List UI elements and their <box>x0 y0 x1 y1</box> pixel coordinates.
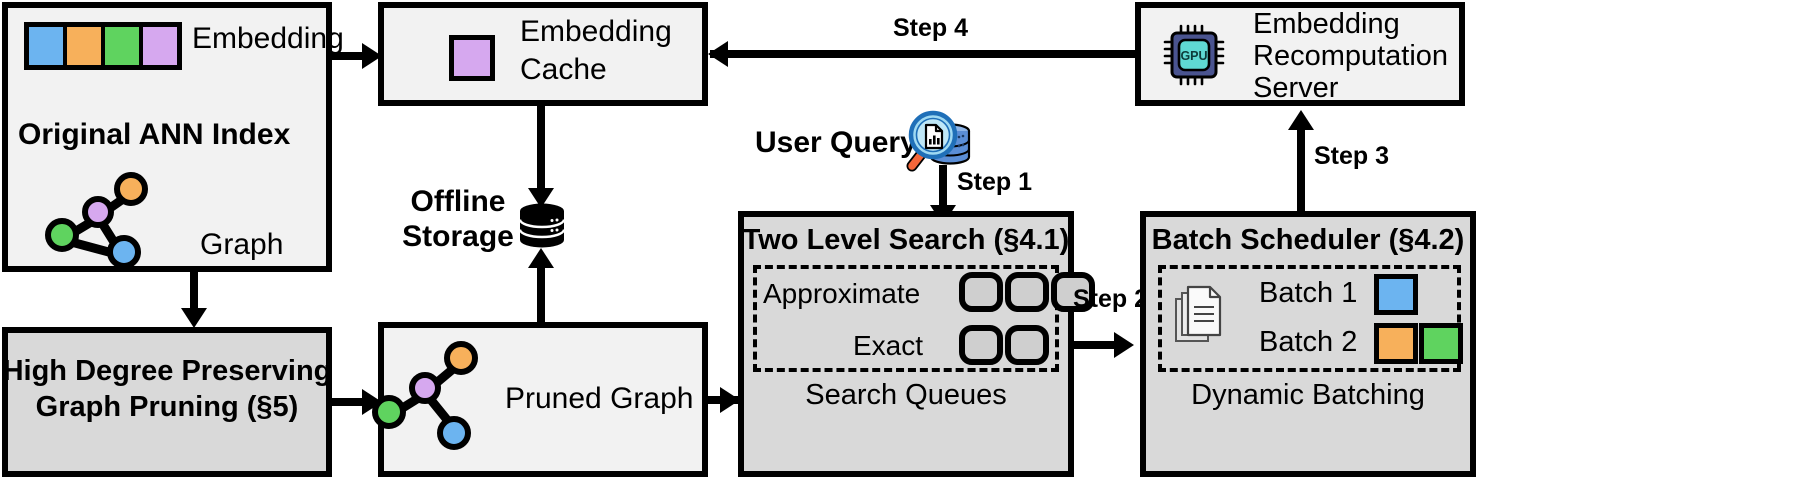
batch-2-item-orange <box>1374 323 1418 364</box>
pruned-node-green <box>372 395 406 429</box>
embedding-cache-box <box>378 2 708 106</box>
gpu-chip-icon: GPU <box>1163 24 1225 86</box>
search-queues-region <box>753 265 1059 372</box>
recomputation-server-line1: Embedding <box>1253 8 1400 40</box>
arrow-step1-line <box>939 165 947 211</box>
arrow-step3-head <box>1288 110 1314 130</box>
embedding-cache-swatch <box>449 35 495 81</box>
offline-storage-line1: Offline <box>410 185 506 218</box>
arrow-step4-line <box>710 50 1135 58</box>
step4-label: Step 4 <box>893 14 969 42</box>
database-cylinder-icon <box>518 203 566 248</box>
two-level-search-title: Two Level Search (§4.1) <box>742 224 1070 256</box>
step3-label: Step 3 <box>1314 142 1390 170</box>
graph-node-blue <box>107 235 141 269</box>
graph-node-orange <box>114 172 148 206</box>
pruned-node-orange <box>444 341 478 375</box>
embedding-cache-line2: Cache <box>520 53 607 86</box>
batch-2-label: Batch 2 <box>1259 326 1358 358</box>
embedding-cell-orange <box>67 27 101 65</box>
embedding-vector <box>24 22 182 70</box>
pruned-node-purple <box>409 372 441 404</box>
search-queues-caption: Search Queues <box>805 379 1007 411</box>
arrow-step2-line <box>1074 341 1126 349</box>
exact-slot-2[interactable] <box>1005 325 1049 365</box>
arrow-pruning-to-pruned-line <box>332 398 370 406</box>
arrow-index-to-cache-head <box>362 43 382 69</box>
recomputation-server-line2: Recomputation <box>1253 40 1449 72</box>
approximate-row-label: Approximate <box>763 278 921 309</box>
arrow-step3-line <box>1297 127 1305 211</box>
dynamic-batching-region <box>1158 265 1461 372</box>
approximate-slot-3[interactable] <box>1051 272 1095 312</box>
exact-row-label: Exact <box>853 330 924 361</box>
exact-slot-1[interactable] <box>959 325 1003 365</box>
approximate-slot-2[interactable] <box>1005 272 1049 312</box>
embedding-cell-green <box>105 27 139 65</box>
graph-node-green <box>45 218 79 252</box>
graph-pruning-box <box>2 327 332 477</box>
pruned-graph-label: Pruned Graph <box>505 382 694 415</box>
arrow-step2-head <box>1114 332 1134 358</box>
graph-label: Graph <box>200 228 284 261</box>
offline-storage-line2: Storage <box>402 220 514 253</box>
graph-pruning-line1: High Degree Preserving <box>2 355 332 387</box>
embedding-label: Embedding <box>192 22 344 55</box>
arrow-pruned-to-search-head <box>720 387 740 413</box>
arrow-cache-to-storage-head <box>528 188 554 208</box>
pruned-node-blue <box>437 416 471 450</box>
recomputation-server-line3: Server <box>1253 72 1339 104</box>
graph-node-purple <box>82 196 114 228</box>
batch-2-item-green <box>1419 323 1463 364</box>
arrow-cache-to-storage-line <box>537 106 545 192</box>
step2-label: Step 2 <box>1073 285 1149 313</box>
arrow-ann-to-pruning-head <box>181 308 207 328</box>
dynamic-batching-caption: Dynamic Batching <box>1191 379 1425 411</box>
arrow-pruned-to-storage-head <box>528 248 554 268</box>
arrow-index-to-cache-line <box>332 52 370 60</box>
user-query-label: User Query <box>755 126 917 159</box>
embedding-cache-line1: Embedding <box>520 15 672 48</box>
approximate-slot-1[interactable] <box>959 272 1003 312</box>
embedding-cell-purple <box>143 27 177 65</box>
arrow-ann-to-pruning-line <box>190 272 198 312</box>
original-ann-index-title: Original ANN Index <box>18 118 291 151</box>
arrow-step4-head <box>708 41 728 67</box>
graph-pruning-line2: Graph Pruning (§5) <box>35 391 299 423</box>
batch-1-item-blue <box>1374 274 1418 315</box>
step1-label: Step 1 <box>957 168 1033 196</box>
query-search-database-icon <box>902 104 978 180</box>
arrow-pruned-to-storage-line <box>537 265 545 325</box>
batch-scheduler-title: Batch Scheduler (§4.2) <box>1151 224 1465 256</box>
documents-stack-icon <box>1172 285 1224 347</box>
batch-1-label: Batch 1 <box>1259 277 1358 309</box>
two-level-search-box <box>738 211 1074 477</box>
embedding-cell-blue <box>29 27 63 65</box>
svg-text:GPU: GPU <box>1180 49 1207 63</box>
